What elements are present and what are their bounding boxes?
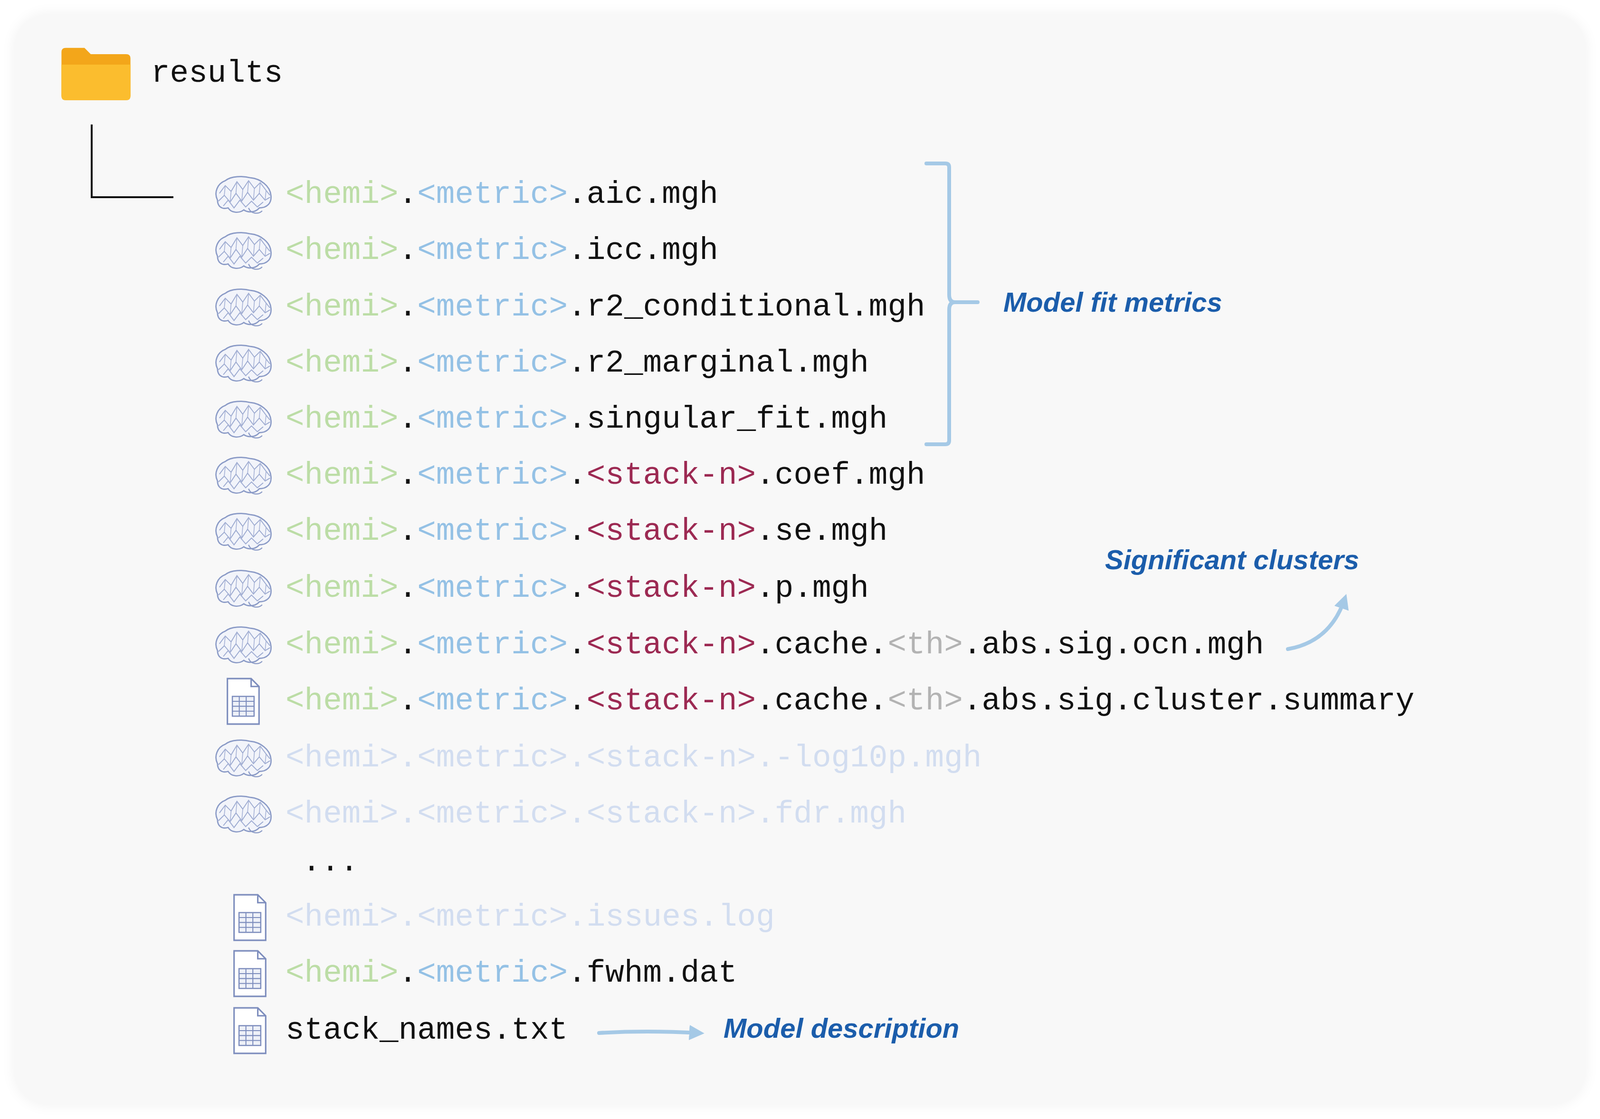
file-name-row: <hemi>.<metric>.r2_conditional.mgh [285, 288, 926, 327]
annotation-row: Significant clusters [1104, 540, 1360, 579]
file-name: <metric> [417, 457, 568, 494]
file-name: <hemi>.<metric>.issues.log [285, 899, 775, 935]
folder-name: results [151, 55, 283, 92]
file-name: . [567, 513, 587, 550]
file-name: . [398, 627, 418, 663]
file-name: . [398, 457, 418, 494]
file-name: <hemi> [285, 683, 399, 719]
file-name: . [398, 570, 418, 607]
file-name: .p.mgh [755, 570, 869, 607]
file-name-row: <hemi>.<metric>.<stack-n>.cache.<th>.abs… [285, 626, 1265, 665]
file-name: <hemi> [285, 289, 399, 325]
file-name: . [398, 401, 418, 438]
file-name: .cache. [755, 683, 888, 719]
file-name: . [567, 627, 587, 663]
annotation: Model description [723, 1012, 960, 1044]
file-name-row: <hemi>.<metric>.fwhm.dat [285, 954, 738, 993]
file-name: .r2_marginal.mgh [567, 345, 869, 381]
file-name: <metric> [417, 570, 568, 607]
file-name-row: <hemi>.<metric>.icc.mgh [285, 231, 719, 270]
ellipsis-row: ... [302, 843, 359, 882]
file-name: . [398, 513, 418, 550]
file-name: <stack-n> [586, 683, 756, 719]
file-name-row: <hemi>.<metric>.<stack-n>.se.mgh [285, 512, 888, 551]
file-name-row: <hemi>.<metric>.r2_marginal.mgh [285, 344, 869, 383]
file-name: <metric> [417, 513, 568, 550]
file-name: <hemi> [285, 457, 399, 494]
file-name: <metric> [417, 289, 568, 325]
file-name-row: <hemi>.<metric>.<stack-n>.fdr.mgh [285, 795, 907, 834]
ellipsis: ... [302, 844, 359, 880]
file-name: . [567, 683, 587, 719]
file-name: . [398, 289, 418, 325]
file-name: .aic.mgh [567, 176, 719, 213]
file-name: . [398, 176, 418, 213]
file-name: <hemi> [285, 232, 399, 269]
file-name: <th> [887, 627, 963, 663]
file-name: <hemi> [285, 345, 399, 381]
file-name-row: <hemi>.<metric>.<stack-n>.-log10p.mgh [285, 739, 982, 778]
file-name-row: <hemi>.<metric>.<stack-n>.cache.<th>.abs… [285, 682, 1415, 721]
file-name: <metric> [417, 345, 568, 381]
file-name: <stack-n> [586, 627, 756, 663]
file-name: <stack-n> [586, 513, 756, 550]
file-name-row: <hemi>.<metric>.aic.mgh [285, 175, 719, 214]
callout-arrow [1287, 599, 1345, 649]
tree-line [91, 124, 174, 198]
file-name: .coef.mgh [755, 457, 925, 494]
file-name: <metric> [417, 683, 568, 719]
file-name: <hemi> [285, 513, 399, 550]
file-name: . [398, 232, 418, 269]
file-name: . [567, 570, 587, 607]
file-name: <metric> [417, 176, 568, 213]
table-icons [227, 678, 267, 1054]
file-name: <metric> [417, 955, 568, 991]
file-name: . [567, 457, 587, 494]
file-name: <metric> [417, 232, 568, 269]
file-name-row: <hemi>.<metric>.<stack-n>.p.mgh [285, 569, 869, 608]
file-name-row: stack_names.txt [285, 1011, 568, 1050]
file-name: <hemi> [285, 570, 399, 607]
file-name: <hemi>.<metric>.<stack-n>.-log10p.mgh [285, 740, 982, 776]
file-name: <stack-n> [586, 570, 756, 607]
file-name: . [398, 683, 418, 719]
file-name: . [398, 345, 418, 381]
file-name: <metric> [417, 627, 568, 663]
folder-name-row: results [151, 54, 283, 93]
file-name: <metric> [417, 401, 568, 438]
file-name: <hemi> [285, 401, 399, 438]
file-name: .abs.sig.cluster.summary [962, 683, 1415, 719]
file-name-row: <hemi>.<metric>.singular_fit.mgh [285, 400, 888, 439]
file-name-row: <hemi>.<metric>.issues.log [285, 898, 775, 937]
file-name: <hemi>.<metric>.<stack-n>.fdr.mgh [285, 796, 907, 832]
file-name: <hemi> [285, 176, 399, 213]
file-name: .fwhm.dat [567, 955, 737, 991]
file-name: <stack-n> [586, 457, 756, 494]
file-name: .icc.mgh [567, 232, 719, 269]
annotation-row: Model description [723, 1009, 960, 1048]
brain-icons [216, 176, 272, 833]
file-name: .cache. [755, 627, 888, 663]
folder-icon [61, 47, 131, 101]
callout-arrow [599, 1031, 699, 1033]
annotation: Model fit metrics [1003, 286, 1223, 318]
file-name: stack_names.txt [285, 1012, 568, 1048]
bracket [926, 163, 978, 445]
file-name: .singular_fit.mgh [567, 401, 888, 438]
file-name: .abs.sig.ocn.mgh [962, 627, 1265, 663]
file-name: <hemi> [285, 627, 399, 663]
annotation: Significant clusters [1104, 543, 1360, 575]
file-name: .r2_conditional.mgh [567, 289, 926, 325]
file-name: <hemi> [285, 955, 399, 991]
file-name: <th> [887, 683, 963, 719]
file-name: . [398, 955, 418, 991]
file-name-row: <hemi>.<metric>.<stack-n>.coef.mgh [285, 456, 926, 495]
annotation-row: Model fit metrics [1003, 283, 1223, 322]
file-name: .se.mgh [755, 513, 888, 550]
